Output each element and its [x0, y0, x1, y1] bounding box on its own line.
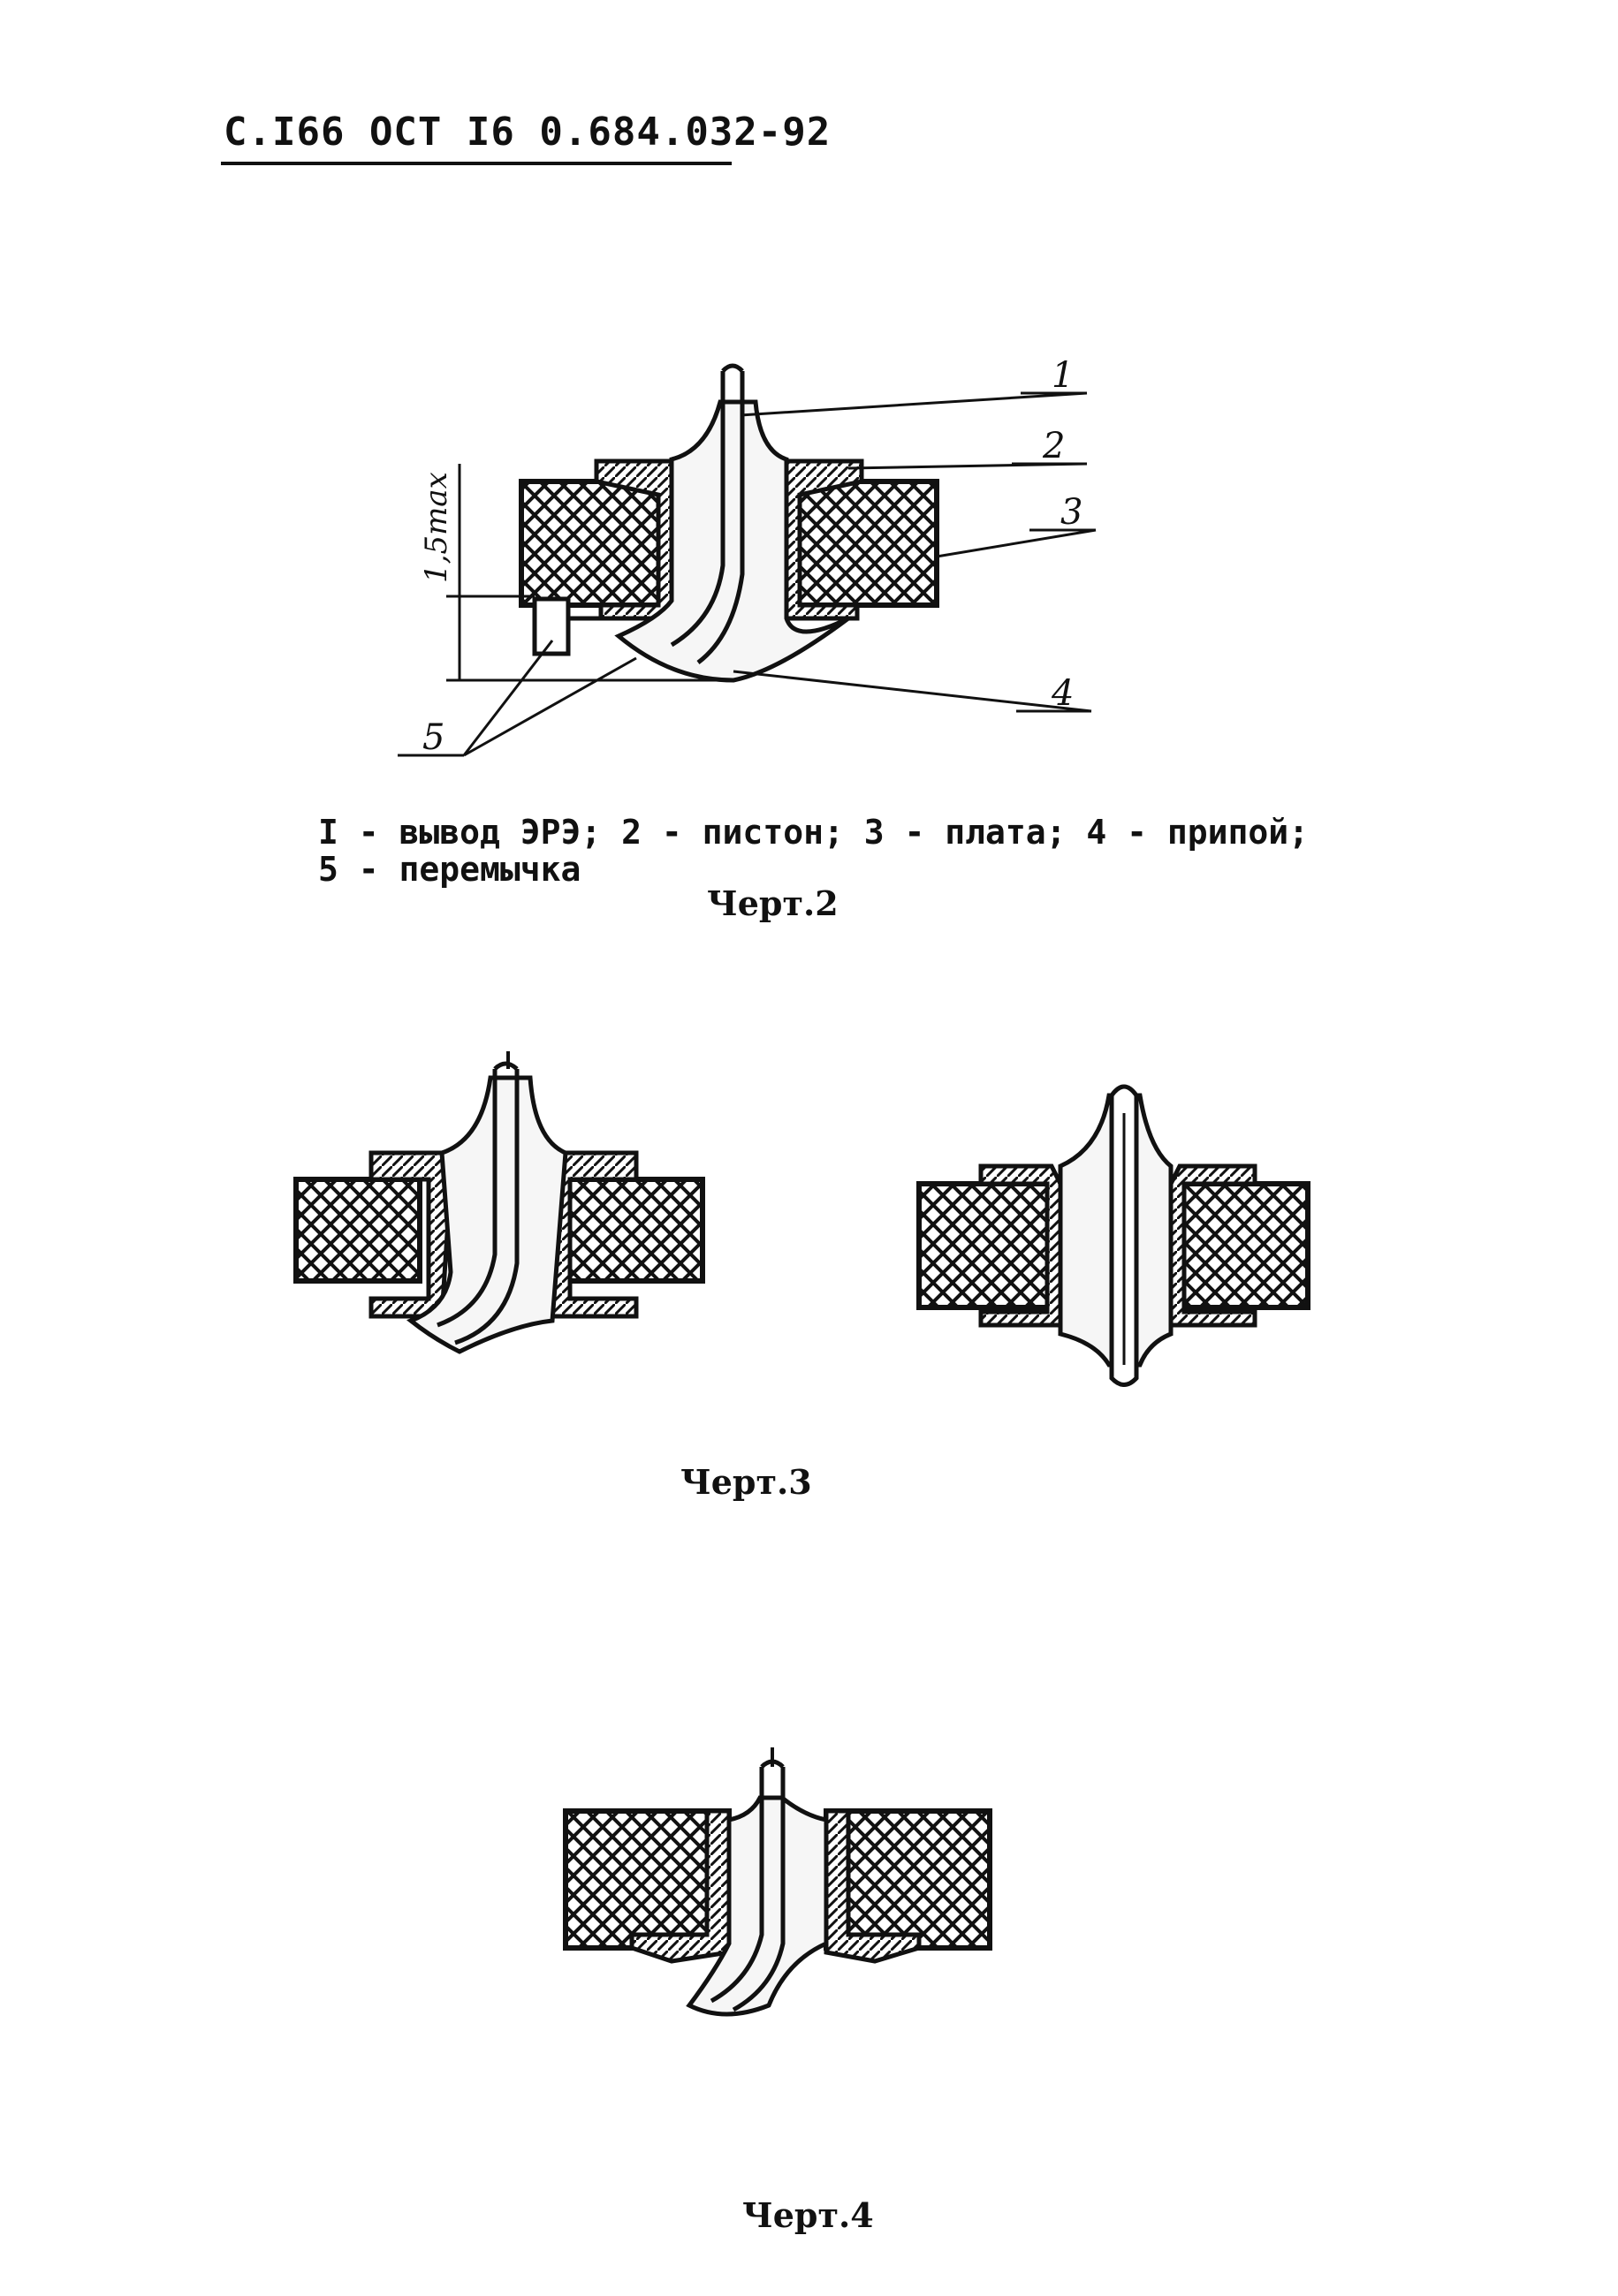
component-lead: [670, 371, 745, 664]
solder-fillet: [614, 399, 850, 683]
callout-1: 1: [1052, 355, 1074, 396]
header-underline: [221, 162, 732, 165]
figure-3-caption: Черт.3: [680, 1462, 812, 1502]
callout-2: 2: [1042, 426, 1065, 466]
figure-4-caption: Черт.4: [742, 2195, 874, 2235]
board-left-section: [519, 479, 674, 608]
jumper: [532, 596, 571, 656]
figure-2-legend-line-1: I - вывод ЭРЭ; 2 - пистон; 3 - плата; 4 …: [318, 813, 1310, 852]
callout-5: 5: [422, 717, 444, 758]
board-right-section: [784, 479, 939, 608]
figure-3-right-drawing: [916, 1084, 1310, 1387]
figure-2-caption: Черт.2: [707, 883, 839, 923]
figure-4-drawing: [563, 1747, 992, 2017]
dimension-label: 1,5max: [419, 472, 454, 583]
callout-3: 3: [1060, 492, 1082, 533]
figure-2-legend-line-2: 5 - перемычка: [318, 850, 581, 889]
callout-4: 4: [1051, 673, 1074, 714]
figure-2-drawing: 1,5max 1 2 3 4 5: [398, 355, 1097, 758]
page-header: С.I66 ОСТ I6 0.684.032-92: [224, 110, 832, 155]
figure-3-left-drawing: [293, 1051, 705, 1354]
